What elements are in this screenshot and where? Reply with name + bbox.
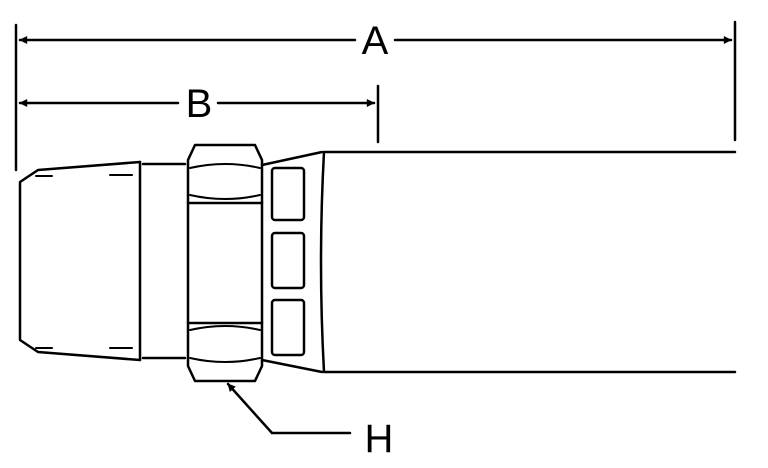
- extension-lines: [14, 20, 737, 172]
- hex-leader: H: [226, 382, 394, 461]
- ferrule-body: [319, 150, 737, 374]
- dimension-a-label: A: [362, 19, 389, 63]
- thread-nipple: [18, 160, 187, 362]
- dimension-a: A: [18, 19, 733, 63]
- hex-nut: [186, 143, 264, 383]
- dimension-b: B: [18, 82, 376, 126]
- collar-grooves: [260, 150, 324, 374]
- hex-size-label: H: [365, 417, 394, 461]
- dimension-b-label: B: [186, 82, 213, 126]
